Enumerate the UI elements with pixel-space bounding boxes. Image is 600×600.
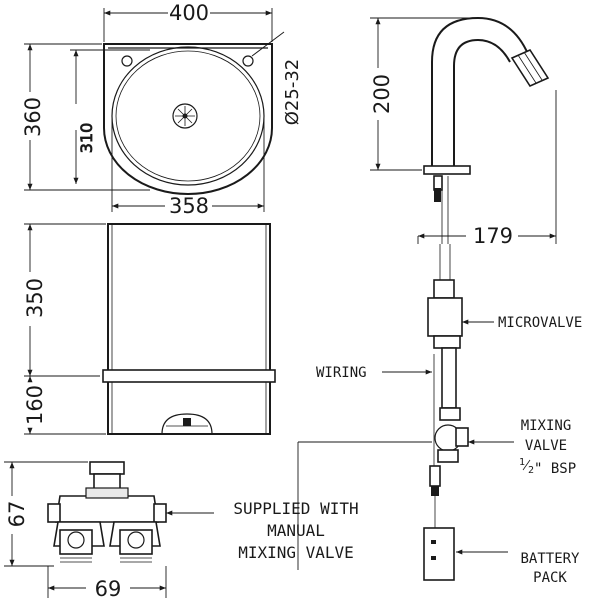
valve-side-port-left — [47, 503, 61, 523]
label-mixing-bsp: " BSP — [534, 461, 576, 477]
label-supplied-line3: MIXING VALVE — [238, 543, 354, 562]
mixing-valve-spindle — [455, 427, 469, 447]
valve-thread — [60, 557, 152, 563]
valve-body-top — [55, 495, 159, 523]
spout-inner — [453, 38, 511, 166]
dim-shroud-lower: 160 — [23, 385, 47, 425]
shroud-lower — [111, 382, 267, 434]
manual-mixing-valve: 67 69 SUPPLIED WITH MANUAL MIXING VALVE — [4, 461, 359, 600]
label-battery-line1: BATTERY — [520, 551, 580, 567]
basin-bowl-inner — [115, 50, 261, 182]
dim-valve-w-ext — [47, 566, 167, 598]
shroud-front-view: 350 160 — [23, 223, 276, 435]
microvalve-nut — [433, 335, 461, 349]
dim-200-ext — [370, 17, 476, 171]
dim-tap-hole-leader — [251, 31, 285, 57]
spout-nozzle-ring — [517, 51, 543, 84]
label-supplied-line2: MANUAL — [267, 521, 325, 540]
label-fraction-num: 1 — [519, 457, 525, 468]
label-supplied-line1: SUPPLIED WITH — [233, 499, 358, 518]
dim-358-ext — [111, 118, 265, 212]
dim-valve-height: 67 — [5, 501, 29, 528]
valve-inlet-left — [59, 529, 93, 555]
cable-connector — [429, 465, 441, 487]
waste-centre — [182, 113, 188, 119]
spout-sensor-cable — [434, 188, 441, 202]
dim-spout-height: 200 — [370, 74, 394, 114]
inlet-bore-right — [127, 531, 145, 549]
valve-assembly: MICROVALVE WIRING MIXING VALVE 1 2 " BSP… — [297, 244, 582, 586]
spout-nozzle — [510, 48, 550, 88]
basin-top-view: 400 360 310 358 Ø25-32 — [21, 1, 303, 218]
tap-hole-left — [121, 55, 133, 67]
dim-shroud-upper: 350 — [23, 278, 47, 318]
label-battery-line2: PACK — [533, 570, 567, 586]
label-microvalve: MICROVALVE — [498, 315, 582, 331]
cable-plug — [431, 486, 439, 496]
label-wiring: WIRING — [316, 365, 367, 381]
spout-tail — [441, 176, 449, 244]
shroud-lip — [102, 369, 276, 383]
hose-connector — [433, 279, 455, 299]
valve-collar — [85, 487, 129, 499]
supplied-callout-bracket — [297, 441, 432, 570]
valve-joint — [439, 407, 461, 421]
battery-terminal-2 — [431, 556, 436, 560]
logo-mark-icon — [183, 418, 191, 426]
basin-outline — [103, 43, 273, 195]
label-fraction-den: 2 — [528, 465, 534, 476]
valve-pipe — [441, 347, 457, 409]
spout-outer — [431, 16, 529, 166]
mixing-valve-outlet — [437, 449, 459, 463]
valve-inlet-right — [119, 529, 153, 555]
spout-base — [423, 165, 471, 175]
waste-outlet — [172, 103, 198, 129]
dim-shroud-ext — [24, 223, 106, 435]
dim-360-ext — [24, 43, 150, 191]
label-mixing-line2: VALVE — [525, 438, 567, 454]
valve-side-port-right — [153, 503, 167, 523]
dim-tap-hole: Ø25-32 — [282, 59, 303, 125]
shroud-body — [107, 223, 271, 435]
microvalve-body — [427, 297, 463, 337]
shroud-edge — [111, 224, 267, 370]
inlet-bore-left — [67, 531, 85, 549]
dim-bowl-width: 358 — [169, 194, 209, 218]
dim-valve-width: 69 — [95, 577, 122, 600]
fraction-slash — [522, 459, 531, 471]
shroud-cutout — [161, 413, 213, 435]
dim-basin-width: 400 — [169, 1, 209, 25]
sensor-spout: 200 179 — [370, 16, 557, 248]
tap-hole-right — [242, 55, 254, 67]
dim-basin-depth: 360 — [21, 97, 45, 137]
battery-terminal-1 — [431, 540, 436, 544]
basin-bowl — [111, 46, 265, 186]
label-mixing-line1: MIXING — [521, 418, 572, 434]
dim-spout-reach: 179 — [473, 224, 513, 248]
battery-pack-body — [423, 527, 455, 581]
dim-bowl-depth: 310 — [77, 123, 96, 154]
valve-top-nut — [89, 461, 125, 475]
spout-fixing-stud — [433, 175, 443, 191]
